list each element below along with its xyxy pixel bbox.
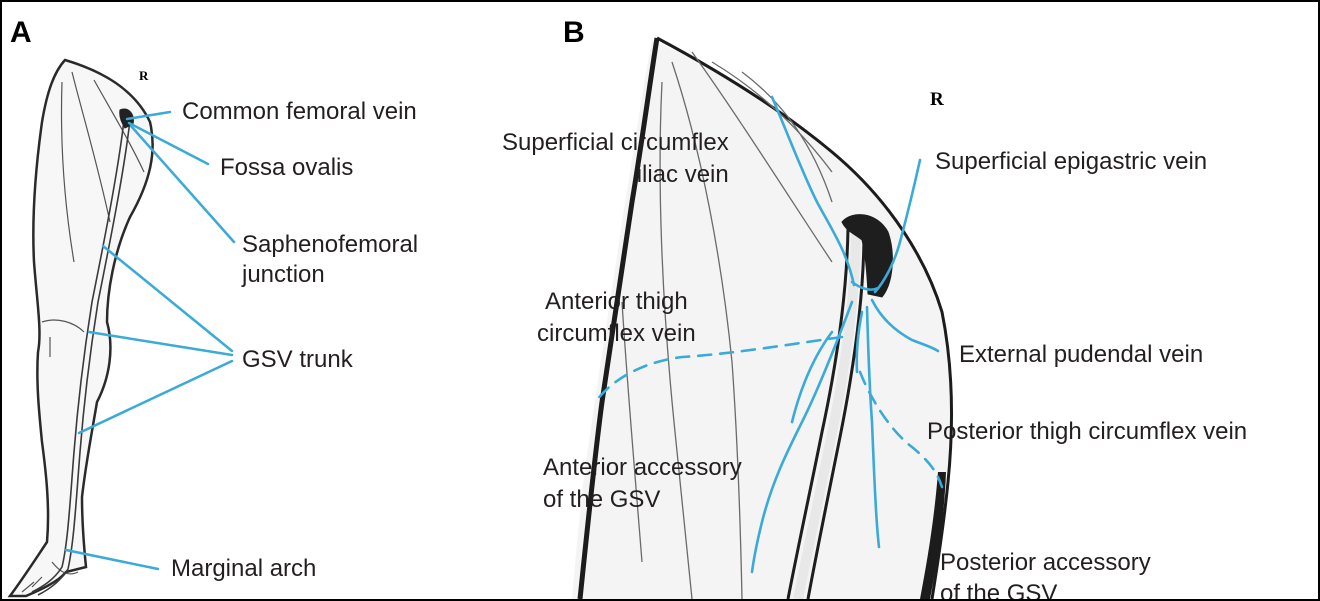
label-common-femoral-vein: Common femoral vein (182, 98, 417, 125)
label-saphenofemoral-junction: Saphenofemoral junction (242, 230, 418, 290)
label-marginal-arch: Marginal arch (171, 555, 316, 582)
panel-a-leg (10, 60, 153, 596)
label-superficial-circumflex-iliac-vein: Superficial circumflex iliac vein (502, 127, 729, 191)
panel-b-orientation: R (930, 89, 944, 111)
label-superficial-epigastric-vein: Superficial epigastric vein (935, 148, 1207, 175)
label-anterior-accessory-gsv: Anterior accessory of the GSV (543, 452, 742, 516)
label-gsv-trunk: GSV trunk (242, 346, 353, 373)
label-anterior-thigh-circumflex-vein: Anterior thigh circumflex vein (537, 286, 696, 350)
panel-a-orientation: R (139, 68, 148, 84)
panel-a-letter: A (10, 16, 32, 50)
label-posterior-accessory-gsv: Posterior accessory of the GSV (940, 547, 1151, 601)
panel-b-letter: B (563, 16, 585, 50)
label-posterior-thigh-circumflex-vein: Posterior thigh circumflex vein (927, 418, 1247, 445)
label-fossa-ovalis: Fossa ovalis (220, 154, 353, 181)
label-external-pudendal-vein: External pudendal vein (959, 341, 1203, 368)
leg-a-outline (10, 60, 153, 596)
